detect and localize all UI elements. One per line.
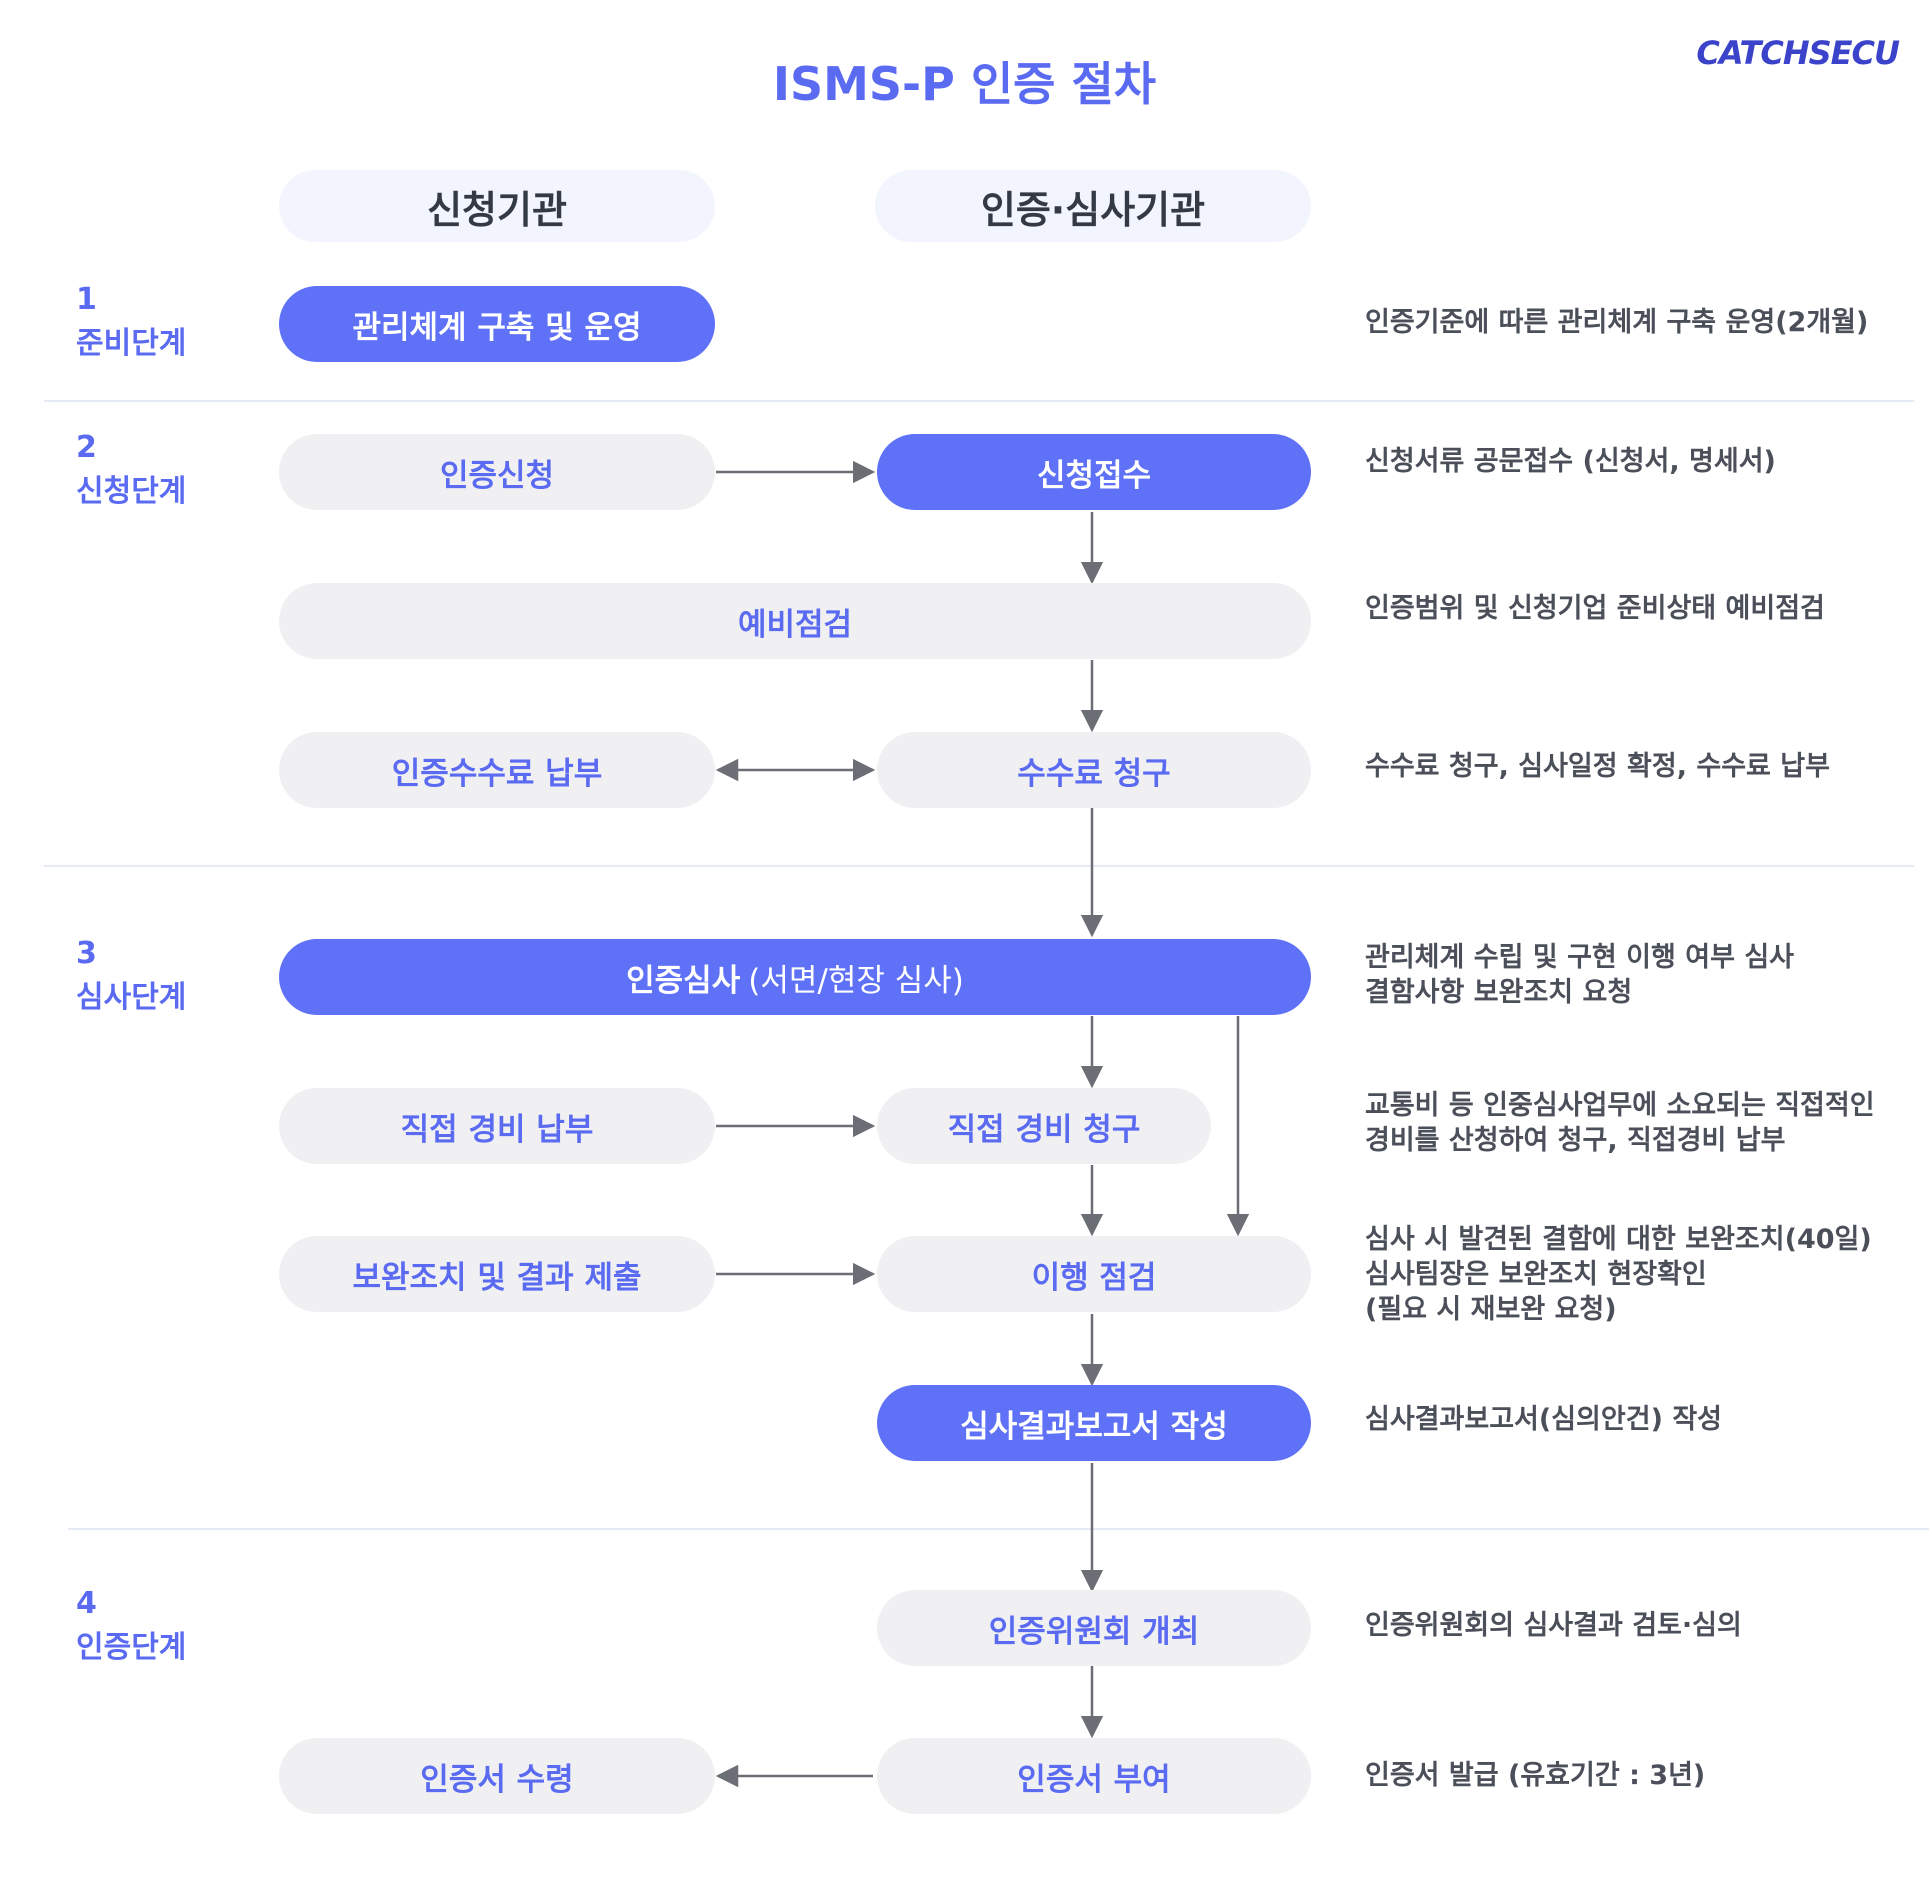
node-fix-check: 이행 점검	[877, 1236, 1311, 1312]
node-receive: 신청접수	[877, 434, 1311, 510]
node-cert-receive: 인증서 수령	[279, 1738, 715, 1814]
node-audit-sub: (서면/현장 심사)	[748, 962, 964, 999]
node-cost-bill: 직접 경비 청구	[877, 1088, 1211, 1164]
node-precheck: 예비점검	[279, 583, 1311, 659]
node-cert-grant: 인증서 부여	[877, 1738, 1311, 1814]
desc-audit-line: 결함사항 보완조치 요청	[1365, 977, 1633, 1008]
node-report: 심사결과보고서 작성	[877, 1385, 1311, 1461]
desc-receive: 신청서류 공문접수 (신청서, 명세서)	[1365, 446, 1776, 477]
desc-cost: 교통비 등 인중심사업무에 소요되는 직접적인 경비를 산청하여 청구, 직접경…	[1365, 1088, 1905, 1158]
stage-4-name: 인증단계	[76, 1630, 187, 1665]
desc-fix-line: 심사 시 발견된 결함에 대한 보완조치(40일)	[1365, 1224, 1872, 1255]
desc-report: 심사결과보고서(심의안건) 작성	[1365, 1404, 1722, 1435]
stage-1-name: 준비단계	[76, 326, 187, 361]
stage-4-number: 4	[76, 1586, 97, 1621]
node-audit-label: 인증심사	[626, 962, 741, 999]
desc-build: 인증기준에 따른 관리체계 구축 운영(2개월)	[1365, 307, 1869, 338]
stage-2-number: 2	[76, 430, 97, 465]
node-apply: 인증신청	[279, 434, 715, 510]
stage-divider	[44, 865, 1914, 867]
stage-2-name: 신청단계	[76, 474, 187, 509]
node-fix-submit: 보완조치 및 결과 제출	[279, 1236, 715, 1312]
desc-audit: 관리체계 수립 및 구현 이행 여부 심사 결함사항 보완조치 요청	[1365, 940, 1905, 1010]
desc-precheck: 인증범위 및 신청기업 준비상태 예비점검	[1365, 593, 1825, 624]
desc-cost-line: 경비를 산청하여 청구, 직접경비 납부	[1365, 1125, 1786, 1156]
column-header-applicant: 신청기관	[279, 170, 715, 242]
column-header-certifier: 인증·심사기관	[875, 170, 1311, 242]
desc-fix-line: (필요 시 재보완 요청)	[1365, 1294, 1617, 1325]
node-fee-pay: 인증수수료 납부	[279, 732, 715, 808]
stage-divider	[44, 400, 1914, 402]
desc-fix: 심사 시 발견된 결함에 대한 보완조치(40일) 심사팀장은 보완조치 현장확…	[1365, 1222, 1905, 1327]
node-cost-pay: 직접 경비 납부	[279, 1088, 715, 1164]
node-committee: 인증위원회 개최	[877, 1590, 1311, 1666]
stage-3-number: 3	[76, 936, 97, 971]
stage-divider	[68, 1528, 1929, 1530]
node-build-management: 관리체계 구축 및 운영	[279, 286, 715, 362]
stage-1-number: 1	[76, 282, 97, 317]
desc-cost-line: 교통비 등 인중심사업무에 소요되는 직접적인	[1365, 1090, 1875, 1121]
desc-audit-line: 관리체계 수립 및 구현 이행 여부 심사	[1365, 942, 1794, 973]
desc-cert: 인증서 발급 (유효기간 : 3년)	[1365, 1760, 1706, 1791]
node-audit: 인증심사(서면/현장 심사)	[279, 939, 1311, 1015]
stage-3-name: 심사단계	[76, 980, 187, 1015]
brand-logo: CATCHSECU	[1696, 34, 1900, 72]
desc-committee: 인증위원회의 심사결과 검토·심의	[1365, 1610, 1742, 1641]
desc-fix-line: 심사팀장은 보완조치 현장확인	[1365, 1259, 1707, 1290]
page-title: ISMS-P 인증 절차	[772, 57, 1157, 111]
node-fee-bill: 수수료 청구	[877, 732, 1311, 808]
desc-fee: 수수료 청구, 심사일정 확정, 수수료 납부	[1365, 751, 1830, 782]
